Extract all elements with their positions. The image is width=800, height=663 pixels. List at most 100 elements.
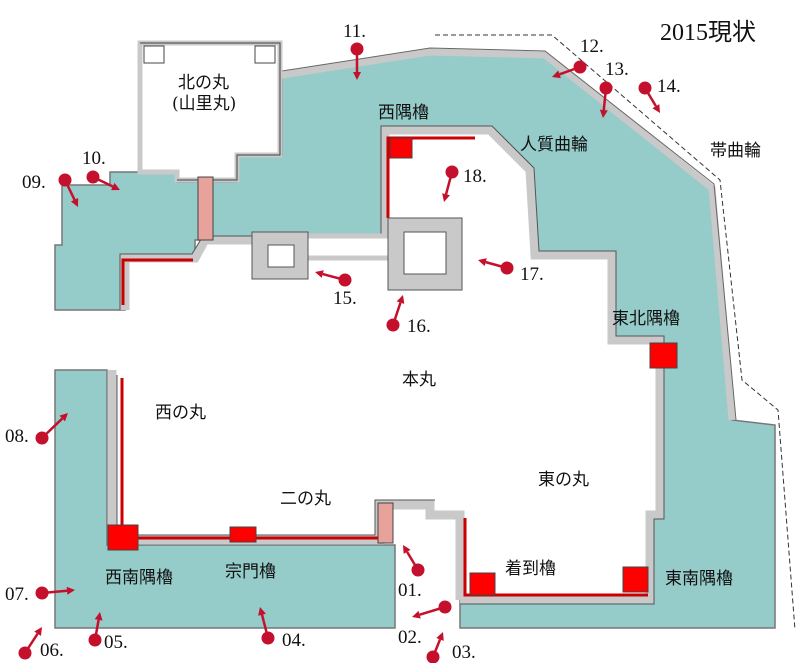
viewpoint-label: 08. [5,426,29,447]
gate-north [197,176,214,241]
outer-boundary-line [435,34,796,631]
viewpoint-label: 14. [657,76,681,97]
viewpoint-03: 03. [426,632,476,663]
arrow-head-icon [442,193,450,202]
label-tonan-sumi: 東南隅櫓 [665,569,733,589]
viewpoint-label: 17. [520,264,544,285]
viewpoint-12: 12. [552,36,604,79]
viewpoint-17: 17. [478,258,544,285]
viewpoint-dot-icon [426,650,440,663]
turret-chakuto [469,572,496,596]
viewpoint-label: 09. [22,172,46,193]
viewpoint-label: 18. [463,166,487,187]
outer-wall [281,48,736,421]
viewpoint-label: 11. [343,21,366,42]
viewpoint-16: 16. [386,295,431,337]
viewpoint-dot-icon [261,631,275,645]
label-tohoku-sumi: 東北隅櫓 [612,309,680,329]
red-wall-south [463,518,648,597]
viewpoint-label: 03. [452,642,476,663]
viewpoint-dot-icon [445,165,459,179]
turret-shumon [229,526,257,543]
label-higashinomaru: 東の丸 [538,470,589,490]
arrow-head-icon [59,413,68,422]
arrow-head-icon [111,182,120,191]
arrow-head-icon [70,198,79,207]
viewpoint-dot-icon [638,81,652,95]
viewpoint-08: 08. [5,413,68,447]
viewpoint-05: 05. [88,612,128,653]
viewpoint-07: 07. [5,584,75,605]
viewpoint-15: 15. [315,270,357,309]
ninomaru-wall [107,370,465,600]
arrow-head-icon [436,632,444,641]
red-wall-north [386,136,475,218]
arrow-head-icon [94,612,103,621]
viewpoint-label: 15. [333,288,357,309]
turret-tonan-sumi [622,566,649,593]
arrow-head-icon [34,627,42,636]
turret-seinan-sumi [107,524,139,551]
red-wall-nw [121,258,193,305]
label-honmaru: 本丸 [402,370,436,390]
viewpoint-dot-icon [88,633,102,647]
viewpoint-dot-icon [573,60,587,74]
viewpoint-dot-icon [338,273,352,287]
label-nishinomaru: 西の丸 [155,403,206,423]
viewpoint-13: 13. [599,59,629,118]
arrow-head-icon [552,70,561,79]
viewpoint-dot-icon [35,586,49,600]
viewpoint-04: 04. [258,607,306,651]
tenshu-base-16-top [403,231,447,275]
kitanomaru-corner-l [143,45,165,64]
viewpoint-label: 04. [282,630,306,651]
arrow-head-icon [403,545,411,554]
viewpoint-dot-icon [438,600,452,614]
label-nishi-sumi: 西隅櫓 [378,103,429,123]
turret-tohoku-sumi [649,342,678,369]
viewpoint-dot-icon [411,563,425,577]
tower-15-top [267,244,295,268]
viewpoint-dot-icon [386,318,400,332]
viewpoint-label: 13. [605,59,629,80]
label-ninomaru: 二の丸 [280,489,331,509]
viewpoint-label: 10. [82,148,106,169]
viewpoint-label: 05. [104,632,128,653]
viewpoint-dot-icon [350,42,364,56]
viewpoint-10: 10. [82,148,120,191]
bridge [295,233,393,261]
turret-nishi-sumi [389,137,413,159]
inner-wall-edge [119,125,665,605]
viewpoint-dot-icon [35,431,49,445]
kitanomaru-edge [140,42,281,181]
gate-south [377,502,394,544]
kitanomaru-corner-r [254,45,276,64]
arrow-head-icon [396,295,405,304]
label-obi: 帯曲輪 [710,141,761,161]
viewpoint-06: 06. [18,627,64,661]
outer-wall-edge [281,47,737,421]
viewpoint-label: 16. [407,316,431,337]
viewpoint-label: 06. [40,640,64,661]
viewpoint-dot-icon [58,173,72,187]
viewpoint-11: 11. [343,21,366,80]
viewpoint-14: 14. [638,76,681,113]
viewpoint-label: 02. [398,627,422,648]
label-yamazatomaru: (山里丸) [172,94,236,114]
viewpoint-01: 01. [398,545,425,601]
viewpoint-markers: 01. 02. 03. 04. 05. 06. 07. 08. 09. 10. 11. 12.13. 1… [5,21,681,663]
viewpoint-label: 01. [398,580,422,601]
arrow-head-icon [652,104,660,113]
viewpoint-dot-icon [500,261,514,275]
label-shumon: 宗門櫓 [225,562,276,582]
viewpoint-label: 07. [5,584,29,605]
red-wall-west [120,378,378,540]
label-chakuto: 着到櫓 [505,559,556,579]
arrow-head-icon [478,258,487,266]
inner-wall [120,125,665,605]
viewpoint-dot-icon [18,646,32,660]
viewpoint-09: 09. [22,172,79,207]
label-seinan-sumi: 西南隅櫓 [105,568,173,588]
